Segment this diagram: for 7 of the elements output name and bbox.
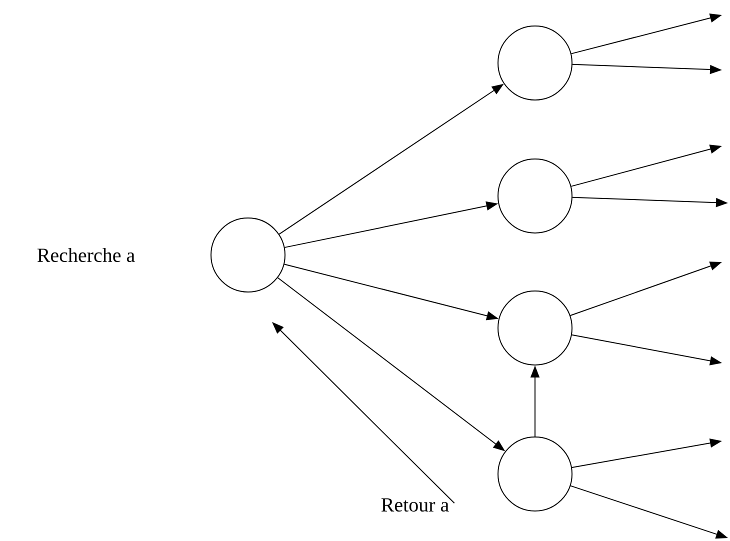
circle <box>498 436 572 512</box>
circle <box>498 26 572 100</box>
circle <box>210 218 286 292</box>
circle <box>498 158 572 234</box>
node-label: Recherche a <box>37 248 135 262</box>
circle <box>498 290 572 366</box>
text-label: Retour a <box>381 498 449 512</box>
